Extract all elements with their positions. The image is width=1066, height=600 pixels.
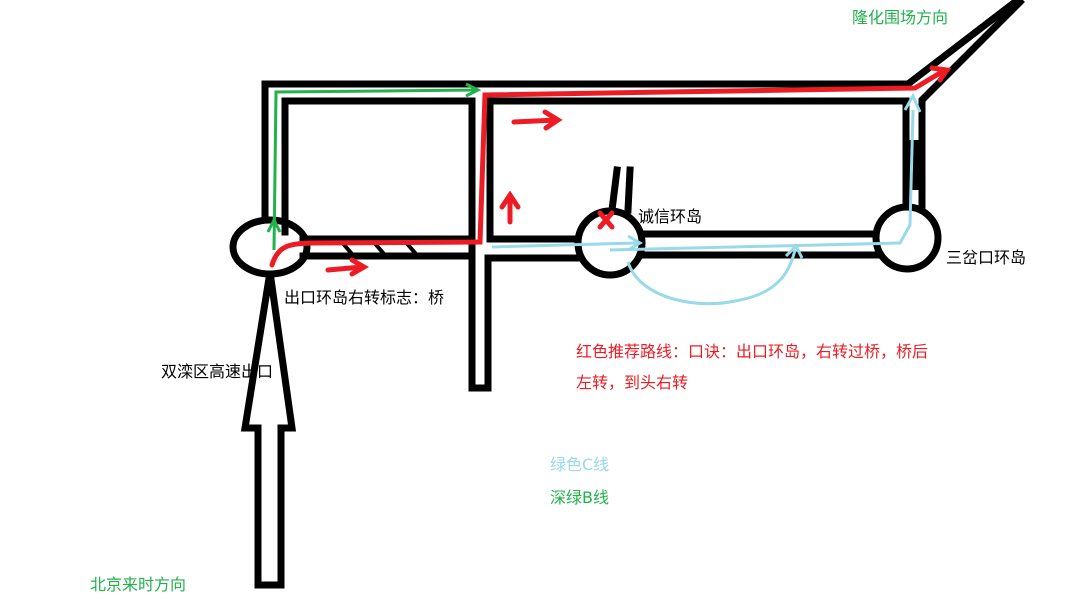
inner-left-road-edge [281, 97, 584, 392]
label-longhua-direction: 隆化围场方向 [852, 8, 948, 27]
inner-top-road-edge [486, 97, 910, 242]
highway-arrow [240, 271, 297, 589]
route-c-light-blue [491, 92, 922, 306]
route-recommended-red [269, 65, 952, 277]
label-exit-roundabout-sign: 出口环岛右转标志：桥 [284, 288, 444, 307]
north-spur-road [608, 166, 634, 214]
outer-top-road-edge [261, 0, 1020, 224]
label-highway-exit: 双滦区高速出口 [161, 362, 273, 381]
right-road-edge [918, 0, 1025, 209]
legend-red-route-line1: 红色推荐路线：口诀：出口环岛，右转过桥，桥后 [576, 342, 928, 361]
legend-red-route-line2: 左转，到头右转 [576, 373, 688, 392]
route-b-dark-green [266, 82, 482, 251]
sanchakou-roundabout-shape [872, 203, 942, 273]
legend-route-c: 绿色C线 [550, 455, 609, 474]
legend-route-b: 深绿B线 [550, 488, 609, 507]
label-beijing-direction: 北京来时方向 [90, 575, 186, 594]
label-chengxin-roundabout: 诚信环岛 [638, 207, 702, 226]
label-sanchakou-roundabout: 三岔口环岛 [946, 248, 1026, 267]
